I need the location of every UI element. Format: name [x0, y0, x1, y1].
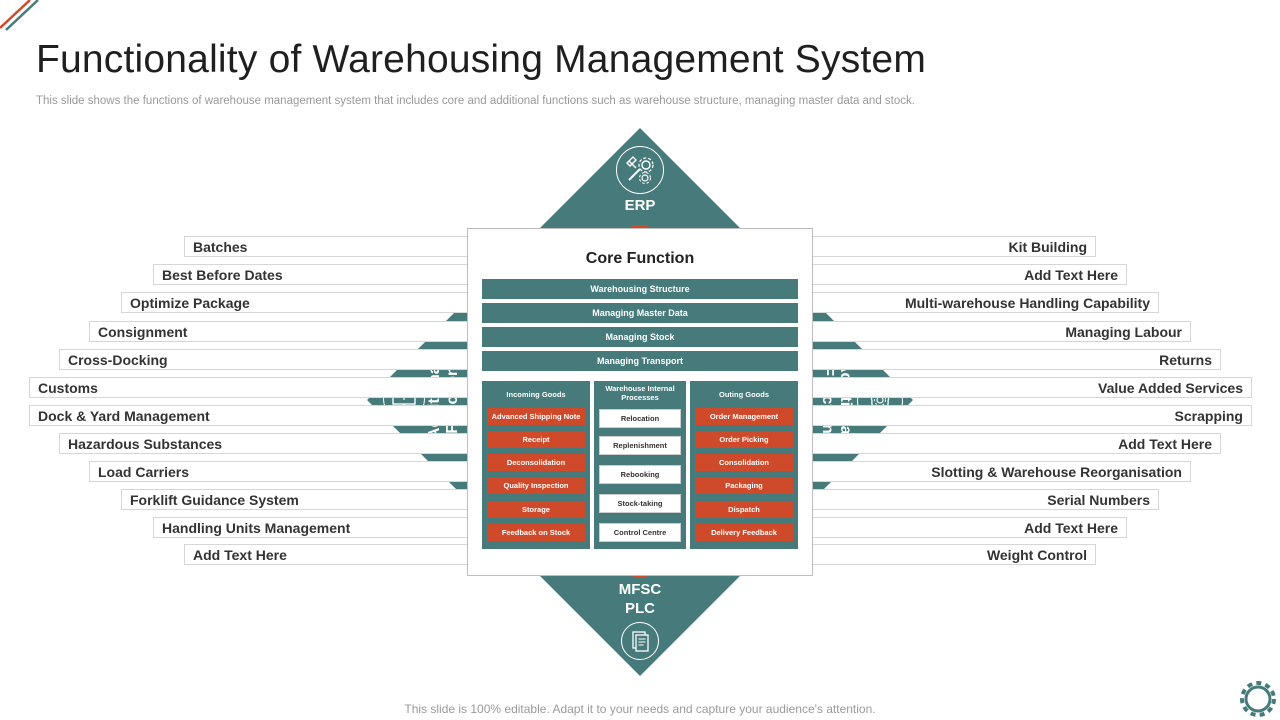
warehouse-internal-column: Warehouse Internal Processes Relocation …: [594, 381, 686, 549]
column-item: Advanced Shipping Note: [487, 408, 585, 425]
right-item: Multi-warehouse Handling Capability: [813, 292, 1159, 313]
column-item: Quality Inspection: [487, 477, 585, 494]
right-item: Managing Labour: [813, 321, 1191, 342]
left-item: Hazardous Substances: [59, 433, 467, 454]
column-item: Storage: [487, 501, 585, 518]
corner-decoration: [0, 0, 39, 31]
left-item: Load Carriers: [89, 461, 467, 482]
column-item: Order Management: [695, 408, 793, 425]
erp-label: ERP: [624, 197, 656, 214]
column-item: Receipt: [487, 431, 585, 448]
core-bar: Managing Stock: [482, 327, 798, 347]
mfsc-label: MFSC: [618, 581, 662, 598]
right-item: Kit Building: [813, 236, 1096, 257]
left-item: Cross-Docking: [59, 349, 467, 370]
left-item: Batches: [184, 236, 467, 257]
column-item: Control Centre: [599, 523, 681, 542]
column-heading: Warehouse Internal Processes: [605, 384, 675, 402]
column-item: Delivery Feedback: [695, 524, 793, 541]
right-item: Scrapping: [813, 405, 1252, 426]
column-heading: Incoming Goods: [506, 390, 566, 399]
core-bar: Warehousing Structure: [482, 279, 798, 299]
left-item: Forklift Guidance System: [121, 489, 467, 510]
column-item: Replenishment: [599, 436, 681, 455]
right-item: Add Text Here: [813, 433, 1221, 454]
column-item: Relocation: [599, 409, 681, 428]
document-icon: [621, 622, 659, 660]
column-item: Dispatch: [695, 501, 793, 518]
column-item: Packaging: [695, 477, 793, 494]
column-item: Stock-taking: [599, 494, 681, 513]
left-item: Best Before Dates: [153, 264, 467, 285]
core-bar: Managing Transport: [482, 351, 798, 371]
core-function-box: Core Function Warehousing Structure Mana…: [467, 228, 813, 576]
outing-goods-column: Outing Goods Order Management Order Pick…: [690, 381, 798, 549]
footer-note: This slide is 100% editable. Adapt it to…: [404, 702, 876, 716]
left-item: Consignment: [89, 321, 467, 342]
right-item: Serial Numbers: [813, 489, 1159, 510]
right-item: Slotting & Warehouse Reorganisation: [813, 461, 1191, 482]
column-item: Rebooking: [599, 465, 681, 484]
left-item: Add Text Here: [184, 544, 467, 565]
core-bar: Managing Master Data: [482, 303, 798, 323]
left-item: Customs: [29, 377, 467, 398]
column-item: Consolidation: [695, 454, 793, 471]
incoming-goods-column: Incoming Goods Advanced Shipping Note Re…: [482, 381, 590, 549]
right-item: Add Text Here: [813, 517, 1127, 538]
core-function-title: Core Function: [585, 250, 695, 267]
column-item: Order Picking: [695, 431, 793, 448]
left-item: Handling Units Management: [153, 517, 467, 538]
right-item: Returns: [813, 349, 1221, 370]
right-item: Add Text Here: [813, 264, 1127, 285]
column-heading: Outing Goods: [719, 390, 769, 399]
column-item: Deconsolidation: [487, 454, 585, 471]
page-title: Functionality of Warehousing Management …: [36, 38, 927, 81]
column-item: Feedback on Stock: [487, 524, 585, 541]
right-item: Weight Control: [813, 544, 1096, 565]
page-subtitle: This slide shows the functions of wareho…: [36, 95, 915, 107]
right-item: Value Added Services: [813, 377, 1252, 398]
left-item: Optimize Package: [121, 292, 467, 313]
left-item: Dock & Yard Management: [29, 405, 467, 426]
gear-icon: [1240, 681, 1276, 717]
plc-label: PLC: [625, 600, 655, 617]
mfsc-plc-label: MFSC PLC: [590, 580, 690, 618]
tools-gear-icon: [616, 146, 664, 194]
